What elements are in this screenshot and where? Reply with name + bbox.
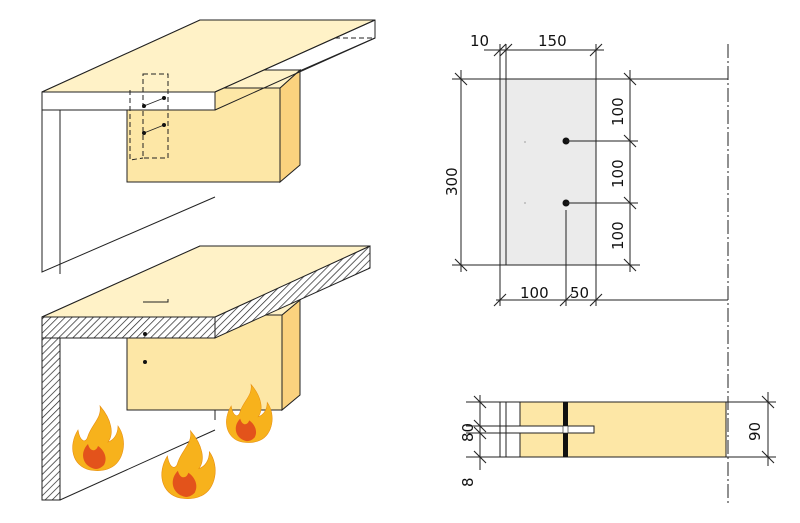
dim-section-width: 150 — [538, 32, 567, 50]
dim-plan-width: 80 — [459, 423, 477, 442]
dim-plan-depth: 90 — [746, 422, 764, 441]
dim-spacing-bottom: 100 — [609, 221, 627, 250]
dim-dowel-offset: 50 — [570, 284, 589, 302]
section-view: 10 150 300 100 100 100 100 50 — [443, 32, 729, 505]
dim-plan-offset: 8 — [459, 477, 477, 487]
plan-view: 80 8 90 — [459, 392, 776, 487]
dim-edge-distance: 100 — [520, 284, 549, 302]
isometric-connection-fire — [41, 245, 371, 501]
dim-spacing-middle: 100 — [609, 159, 627, 188]
dim-section-height: 300 — [443, 167, 461, 196]
isometric-connection-intact — [41, 19, 376, 274]
dim-spacing-top: 100 — [609, 97, 627, 126]
dim-plate-thickness: 10 — [470, 32, 489, 50]
